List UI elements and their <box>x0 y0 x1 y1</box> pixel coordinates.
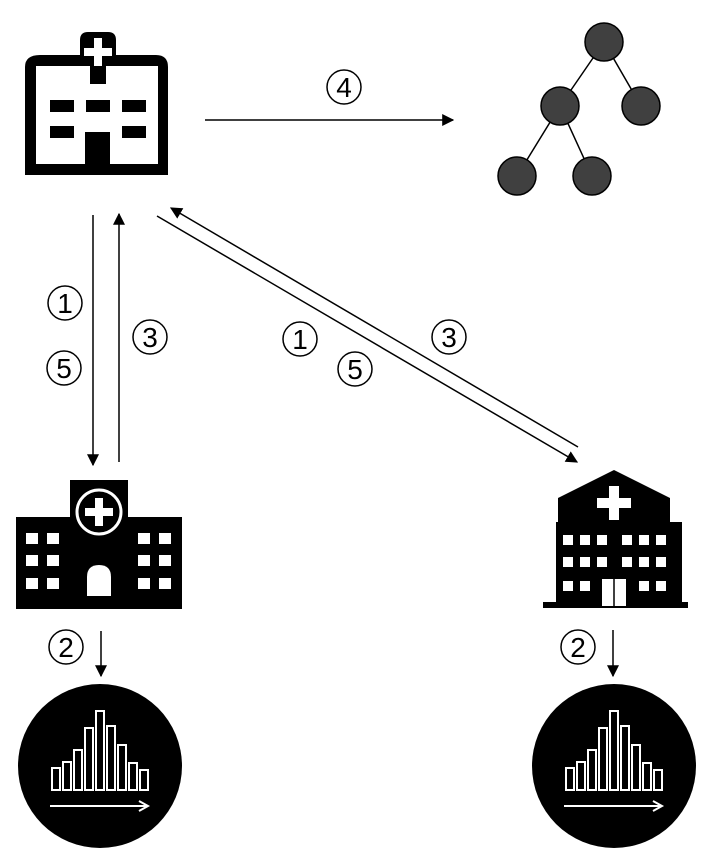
step-5-label-diagonal: 5 <box>337 351 373 387</box>
local-hospital-left-icon <box>16 480 182 609</box>
step-4-label: 4 <box>326 69 362 105</box>
tree-root-node <box>584 22 624 62</box>
local-hospital-right-icon <box>543 470 688 608</box>
step-3-label-diagonal: 3 <box>431 319 467 355</box>
tree-leaf-node <box>497 156 537 196</box>
step-3-label-left: 3 <box>132 319 168 355</box>
central-hospital-icon <box>25 32 168 175</box>
svg-text:5: 5 <box>347 354 363 385</box>
histogram-right-icon <box>532 684 696 848</box>
histogram-left-icon <box>18 684 182 848</box>
svg-text:4: 4 <box>336 72 352 103</box>
step-5-label-left: 5 <box>46 350 82 386</box>
decision-tree-icon <box>497 22 661 196</box>
tree-node <box>540 86 580 126</box>
step-2-label-right: 2 <box>560 629 596 665</box>
step-1-label-left: 1 <box>47 285 83 321</box>
svg-text:1: 1 <box>57 288 73 319</box>
svg-text:2: 2 <box>58 632 74 663</box>
arrow-diagonal-up-step-3 <box>169 207 579 448</box>
svg-text:3: 3 <box>441 322 457 353</box>
tree-leaf-node <box>572 156 612 196</box>
tree-node <box>621 86 661 126</box>
svg-text:3: 3 <box>142 322 158 353</box>
step-1-label-diagonal: 1 <box>282 321 318 357</box>
svg-text:1: 1 <box>292 324 308 355</box>
step-2-label-left: 2 <box>48 629 84 665</box>
arrow-diagonal-down-steps-1-5 <box>156 215 579 463</box>
svg-text:2: 2 <box>570 632 586 663</box>
svg-text:5: 5 <box>56 353 72 384</box>
